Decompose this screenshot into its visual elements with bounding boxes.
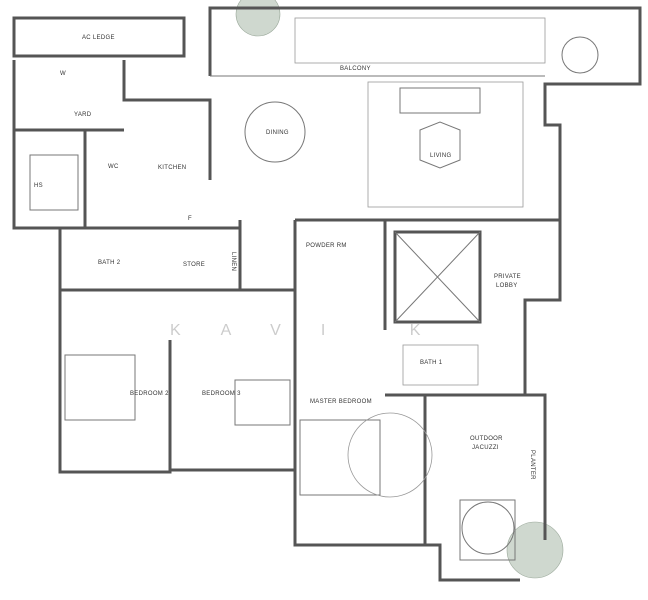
room-label-dining: DINING — [266, 130, 289, 136]
room-label-lobby: LOBBY — [496, 283, 518, 289]
room-label-outdoor: OUTDOOR — [470, 436, 503, 442]
room-label-powder-rm: POWDER RM — [306, 243, 347, 249]
room-label-bedroom2: BEDROOM 2 — [130, 391, 169, 397]
room-label-store: STORE — [183, 262, 205, 268]
room-label-bath1: BATH 1 — [420, 360, 443, 366]
room-label-living: LIVING — [430, 153, 452, 159]
room-label-ac-ledge: AC LEDGE — [82, 35, 115, 41]
room-label-kitchen: KITCHEN — [158, 165, 186, 171]
room-label-wc: WC — [108, 164, 119, 170]
outer-walls — [12, 60, 562, 582]
room-label-private: PRIVATE — [494, 274, 521, 280]
room-label-hs: HS — [34, 183, 43, 189]
room-label-yard: YARD — [74, 112, 92, 118]
watermark: KAVI K — [170, 322, 460, 339]
room-label-washer: W — [60, 71, 66, 77]
room-label-planter: PLANTER — [529, 450, 535, 480]
room-label-bedroom3: BEDROOM 3 — [202, 391, 241, 397]
room-label-balcony: BALCONY — [340, 66, 371, 72]
room-label-master-bedroom: MASTER BEDROOM — [310, 399, 372, 405]
room-label-linen: LINEN — [230, 252, 236, 271]
ac-ledge — [12, 16, 186, 58]
room-label-jacuzzi: JACUZZI — [472, 445, 499, 451]
room-label-fridge: F — [188, 216, 192, 222]
room-label-bath2: BATH 2 — [98, 260, 121, 266]
balcony — [208, 6, 642, 110]
furniture — [29, 81, 524, 561]
